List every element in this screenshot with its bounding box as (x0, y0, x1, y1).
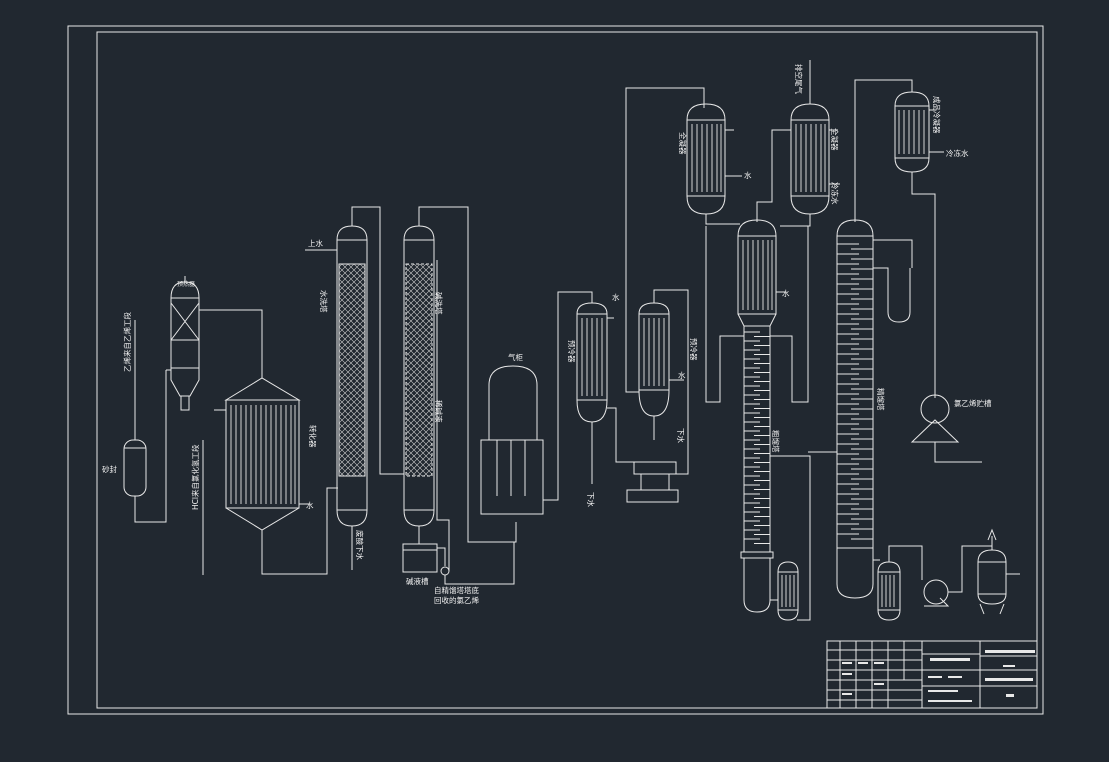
crude-reboiler (777, 561, 799, 621)
rectifying-tower-label: 精馏塔 (876, 388, 886, 411)
pump (923, 545, 992, 607)
title-block (826, 640, 1038, 709)
hcl-line-label: HCl来自氯化氢工段 (190, 444, 200, 510)
rectifying-reboiler (877, 545, 923, 621)
vcm-storage-tank (910, 394, 982, 463)
converter-water-label: 水 (306, 500, 314, 510)
lower-water-2-label: 下水 (676, 428, 686, 443)
inner-frame (96, 31, 1038, 709)
water-wash-tower (305, 206, 404, 570)
crude-tower-trays (744, 331, 770, 544)
raw-gas-line-label: 乙烯来自乙烯工段 (122, 312, 132, 372)
precooler-2 (625, 87, 705, 475)
crude-tower-label: 粗馏塔 (771, 430, 781, 453)
separator-base (626, 461, 679, 503)
rectifying-tower-trays (837, 243, 873, 540)
outer-frame (67, 25, 1044, 715)
product-condenser-label: 成品冷凝器 (932, 96, 942, 134)
sand-filter-label: 砂封 (102, 464, 117, 474)
vcm-tank-label: 氯乙烯贮槽 (954, 398, 992, 408)
product-condenser (854, 79, 944, 398)
preheater-vessel (166, 276, 263, 411)
crude-tower (705, 219, 811, 621)
condenser-right-label: 全凝器 (830, 128, 840, 151)
preheater-label: 预热器 (177, 280, 195, 288)
alkali-wash-tower (402, 206, 517, 576)
recycle-line (444, 542, 515, 585)
rectifying-tower (808, 219, 913, 599)
condenser-left (686, 103, 742, 225)
converter-tubes (230, 405, 296, 504)
crude-tower-water-label: 水 (782, 288, 790, 298)
condenser-left-label: 全凝器 (678, 132, 688, 155)
condenser-right (756, 60, 840, 227)
waste-acid-label: 废酸下水 (355, 530, 365, 560)
vent-gas-label: 排空尾气 (794, 64, 804, 94)
alkali-tower-label: 碱洗塔 (434, 292, 444, 315)
recycle-line-label-1: 自精馏塔塔底 (434, 585, 479, 595)
gas-holder (480, 291, 593, 515)
precooler-1 (576, 302, 639, 484)
precooler-1-label: 预冷器 (567, 340, 577, 363)
condenser-left-water-label: 水 (744, 170, 752, 180)
sand-filter-vessel (123, 320, 167, 523)
recycle-line-label-2: 回收的氯乙烯 (434, 595, 479, 605)
product-receiver (977, 528, 1020, 615)
gas-holder-label: 气柜 (508, 352, 523, 362)
precooler-2-water-label: 水 (678, 370, 686, 380)
chilled-water-label-1: 冷冻水 (830, 182, 840, 205)
upper-water-label: 上水 (308, 238, 323, 248)
converter-vessel (214, 377, 338, 575)
water-wash-tower-label: 水洗塔 (319, 290, 329, 313)
precooler-2-label: 预冷器 (689, 338, 699, 361)
dilute-alkali-label: 稀碱液 (434, 400, 444, 423)
lower-water-1-label: 下水 (586, 492, 596, 507)
chilled-water-label-2: 冷冻水 (946, 148, 969, 158)
alkali-tank-label: 碱液槽 (406, 576, 429, 586)
converter-label: 转化器 (308, 425, 318, 448)
precooler-1-water-label: 水 (612, 292, 620, 302)
